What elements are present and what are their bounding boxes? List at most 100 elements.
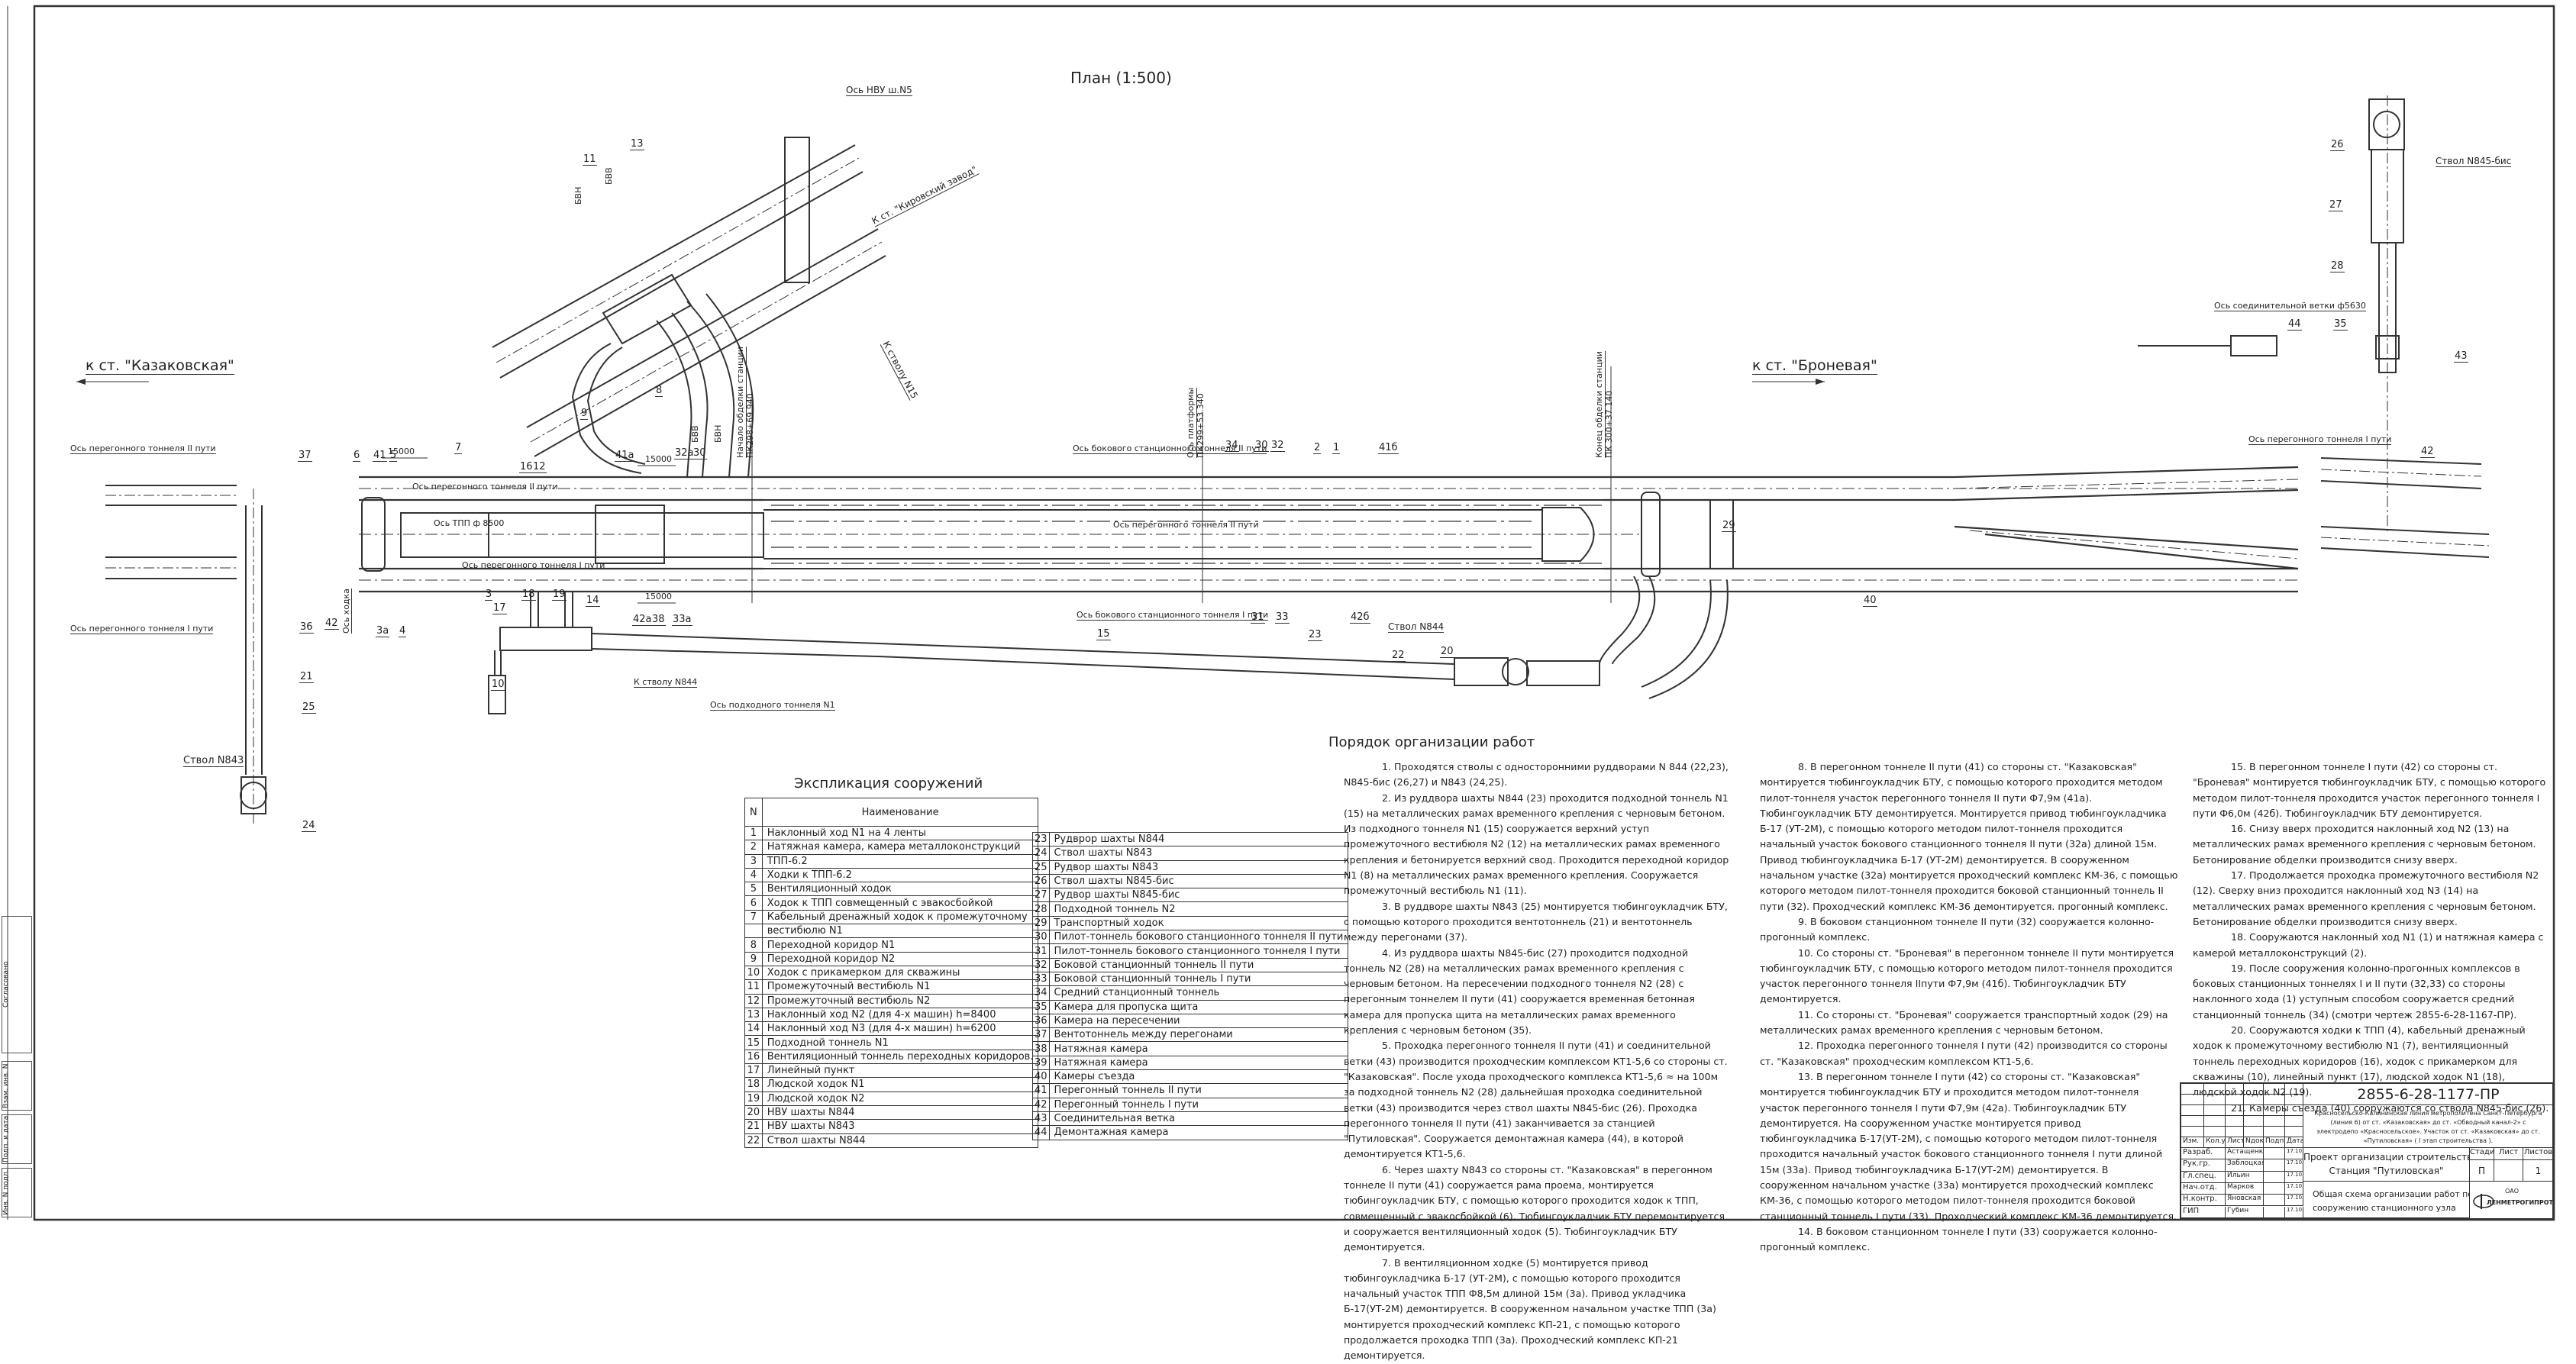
blank-revision-cell	[2226, 1116, 2244, 1127]
legend-row-name: Камера для пропуска щита	[1048, 999, 1349, 1014]
label-axis-tunnel1-right: Ось перегонного тоннеля I пути	[2248, 434, 2392, 445]
work-step: 7. В вентиляционном ходке (5) монтируетс…	[1344, 1256, 1716, 1362]
signer-role: ГИП	[2181, 1206, 2226, 1218]
work-step: 17. Продолжается проходка промежуточного…	[2193, 869, 2539, 927]
signature-header: Изм.	[2181, 1137, 2204, 1148]
legend-row-number: 24	[1032, 846, 1050, 861]
callout-number: 16	[519, 461, 534, 473]
work-step: 15. В перегонном тоннеле I пути (42) со …	[2193, 761, 2546, 819]
legend-row-name: Ходок к ТПП совмещенный с эвакосбойкой	[761, 895, 1039, 911]
legend-row-number: 27	[1032, 888, 1050, 903]
legend-row-name: Наклонный ход N1 на 4 ленты	[761, 825, 1039, 841]
callout-number: 38	[651, 614, 666, 626]
callout-number: 9	[580, 408, 589, 420]
signer-date: 17.10.13	[2285, 1148, 2303, 1160]
callout-number: 33а	[672, 614, 692, 626]
legend-row-name: Кабельный дренажный ходок к промежуточно…	[761, 909, 1039, 925]
legend-row-name: Людской ходок N1	[761, 1077, 1039, 1092]
blank-revision-cell	[2244, 1116, 2264, 1127]
blank-revision-cell	[2226, 1084, 2244, 1095]
label-axis-tunnel1-station: Ось перегонного тоннеля I пути	[462, 560, 605, 570]
legend-row-name: Боковой станционный тоннель I пути	[1048, 971, 1349, 987]
label-axis-tunnel2-station: Ось перегонного тоннеля II пути	[412, 482, 558, 492]
signature	[2264, 1195, 2285, 1207]
plan-drawing	[7, 5, 2555, 1221]
work-step: 13. В перегонном тоннеле I пути (42) со …	[1760, 1070, 2177, 1222]
work-step: 2. Из руддвора шахты N844 (23) проходитс…	[1344, 792, 1729, 897]
legend-row-number: 39	[1032, 1055, 1050, 1071]
legend-row-number: 31	[1032, 943, 1050, 959]
callout-number: 41б	[1378, 442, 1399, 454]
legend-row-name: Переходной коридор N1	[761, 937, 1039, 953]
legend-row-number: 23	[1032, 831, 1050, 847]
legend-row-name: Вентотоннель между перегонами	[1048, 1027, 1349, 1043]
legend-row-name: ТПП-6.2	[761, 853, 1039, 869]
work-step: 20. Сооружаются ходки к ТПП (4), кабельн…	[2193, 1024, 2526, 1098]
callout-number: 11	[583, 153, 597, 166]
callout-number: 29	[1722, 520, 1736, 532]
legend-header-n: N	[744, 798, 763, 827]
legend-row-number: 33	[1032, 971, 1050, 987]
work-step: 4. Из руддвора шахты N845-бис (27) прохо…	[1344, 946, 1695, 1037]
blank-revision-cell	[2226, 1105, 2244, 1116]
legend-row-name: Демонтажная камера	[1048, 1125, 1349, 1140]
blank-revision-cell	[2204, 1116, 2226, 1127]
label-bvn: БВН	[573, 186, 583, 205]
legend-header-name: Наименование	[761, 798, 1039, 827]
callout-number: 1	[1332, 442, 1341, 454]
legend-row-number: 30	[1032, 930, 1050, 945]
callout-number: 34	[1225, 440, 1239, 452]
drawing-code: 2855-6-28-1177-ПР	[2303, 1084, 2554, 1105]
callout-number: 42	[324, 618, 339, 630]
signer-name: Заблоцкая	[2226, 1159, 2264, 1172]
signer-role: Рук.гр.	[2181, 1159, 2226, 1172]
legend-row-name: Пилот-тоннель бокового станционного тонн…	[1048, 930, 1349, 945]
legend-row-number: 38	[1032, 1041, 1050, 1056]
organization-logo: ОАО ЛЕНМЕТРОГИПРОТРАНС	[2470, 1182, 2554, 1218]
legend-row-name: Промежуточный вестибюль N2	[761, 993, 1039, 1008]
legend-row-name: Наклонный ход N3 (для 4-х машин) h=6200	[761, 1021, 1039, 1037]
callout-number: 33	[1275, 611, 1290, 624]
signer-name: Губин	[2226, 1206, 2264, 1218]
label-to-shaft844: К стволу N844	[634, 677, 698, 688]
blank-revision-cell	[2204, 1095, 2226, 1105]
legend-row-name: Средний станционный тоннель	[1048, 985, 1349, 1001]
logo-emblem-icon	[2473, 1194, 2494, 1209]
margin-stamp-cell: Инв. N подл.	[2, 1168, 32, 1217]
sheet-label: Лист	[2494, 1148, 2523, 1160]
callout-number: 30	[1254, 440, 1269, 452]
legend-row-name: НВУ шахты N844	[761, 1104, 1039, 1121]
signer-date: 17.10.13	[2285, 1159, 2303, 1172]
legend-row-number: 5	[744, 882, 763, 897]
legend-row-number: 12	[744, 993, 763, 1008]
work-step: 8. В перегонном тоннеле II пути (41) со …	[1760, 761, 2178, 912]
works-column-2: 8. В перегонном тоннеле II пути (41) со …	[1760, 759, 2180, 1256]
legend-row-number: 43	[1032, 1111, 1050, 1127]
legend-row-number: 6	[744, 895, 763, 911]
label-bvv-2: БВВ	[690, 425, 700, 443]
legend-row-number: 18	[744, 1077, 763, 1092]
label-axis-tunnel2-left: Ось перегонного тоннеля II пути	[70, 443, 216, 454]
legend-row-name: Ствол шахты N845-бис	[1048, 873, 1349, 889]
legend-row-number: 25	[1032, 859, 1050, 875]
legend-row-name: Пилот-тоннель бокового станционного тонн…	[1048, 943, 1349, 959]
work-step: 10. Со стороны ст. "Броневая" в перегонн…	[1760, 946, 2174, 1005]
legend-row-name: Рудвор шахты N845-бис	[1048, 888, 1349, 903]
legend-row-number: 28	[1032, 901, 1050, 917]
callout-number: 30	[692, 447, 707, 460]
work-step: 19. После сооружения колонно-прогонных к…	[2193, 962, 2520, 1021]
blank-revision-cell	[2226, 1095, 2244, 1105]
blank-revision-cell	[2226, 1127, 2244, 1137]
